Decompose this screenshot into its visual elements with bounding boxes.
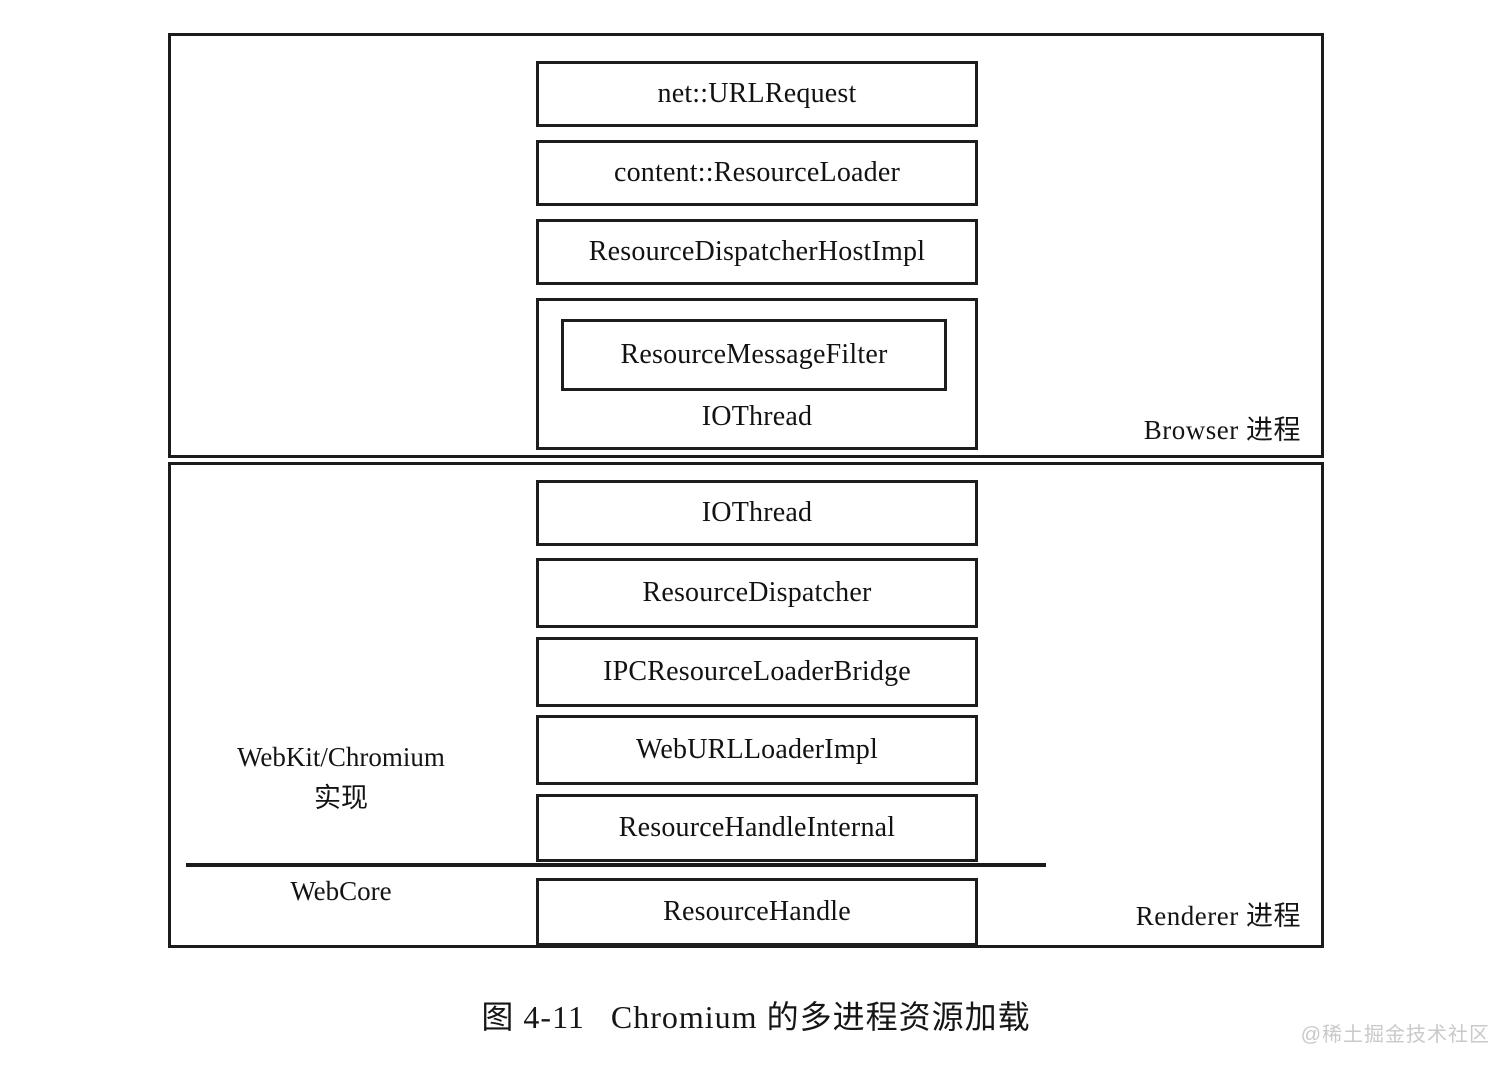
box-label: ResourceDispatcher (642, 577, 872, 608)
box-label: IOThread (701, 497, 813, 528)
box-resource-dispatcher: ResourceDispatcher (536, 558, 978, 628)
box-resource-handle: ResourceHandle (536, 878, 978, 946)
box-label: WebURLLoaderImpl (636, 734, 878, 765)
box-label: ResourceMessageFilter (620, 339, 888, 370)
box-label: net::URLRequest (657, 78, 857, 109)
box-web-url-loader-impl: WebURLLoaderImpl (536, 715, 978, 785)
box-label: ResourceHandle (663, 896, 851, 927)
figure-caption: 图 4-11 Chromium 的多进程资源加载 (0, 992, 1512, 1038)
box-label: content::ResourceLoader (613, 157, 901, 188)
box-content-resource-loader: content::ResourceLoader (536, 140, 978, 206)
renderer-process-container: IOThread ResourceDispatcher IPCResourceL… (168, 462, 1324, 948)
layer-label-line1: WebCore (290, 876, 392, 906)
layer-label-webcore: WebCore (191, 871, 491, 912)
box-label: ResourceDispatcherHostImpl (588, 236, 926, 267)
box-ipc-resource-loader-bridge: IPCResourceLoaderBridge (536, 637, 978, 707)
box-label: ResourceHandleInternal (618, 812, 896, 843)
box-resource-message-filter: ResourceMessageFilter (561, 319, 947, 391)
renderer-process-label: Renderer 进程 (1135, 901, 1301, 931)
layer-label-line2: 实现 (314, 782, 368, 813)
box-label: IPCResourceLoaderBridge (603, 656, 911, 687)
box-browser-iothread: ResourceMessageFilter IOThread (536, 298, 978, 450)
browser-process-label: Browser 进程 (1143, 415, 1301, 445)
browser-process-container: net::URLRequest content::ResourceLoader … (168, 33, 1324, 458)
layer-divider (186, 863, 1046, 867)
figure-caption-text: Chromium 的多进程资源加载 (610, 999, 1031, 1035)
browser-iothread-label: IOThread (701, 401, 813, 432)
figure-caption-number: 图 4-11 (481, 999, 585, 1035)
watermark: @稀土掘金技术社区 (1300, 1024, 1490, 1046)
layer-label-webkit-chromium: WebKit/Chromium 实现 (191, 737, 491, 818)
box-net-url-request: net::URLRequest (536, 61, 978, 127)
layer-label-line1: WebKit/Chromium (237, 742, 445, 772)
box-resource-dispatcher-host-impl: ResourceDispatcherHostImpl (536, 219, 978, 285)
box-resource-handle-internal: ResourceHandleInternal (536, 794, 978, 862)
box-renderer-iothread: IOThread (536, 480, 978, 546)
